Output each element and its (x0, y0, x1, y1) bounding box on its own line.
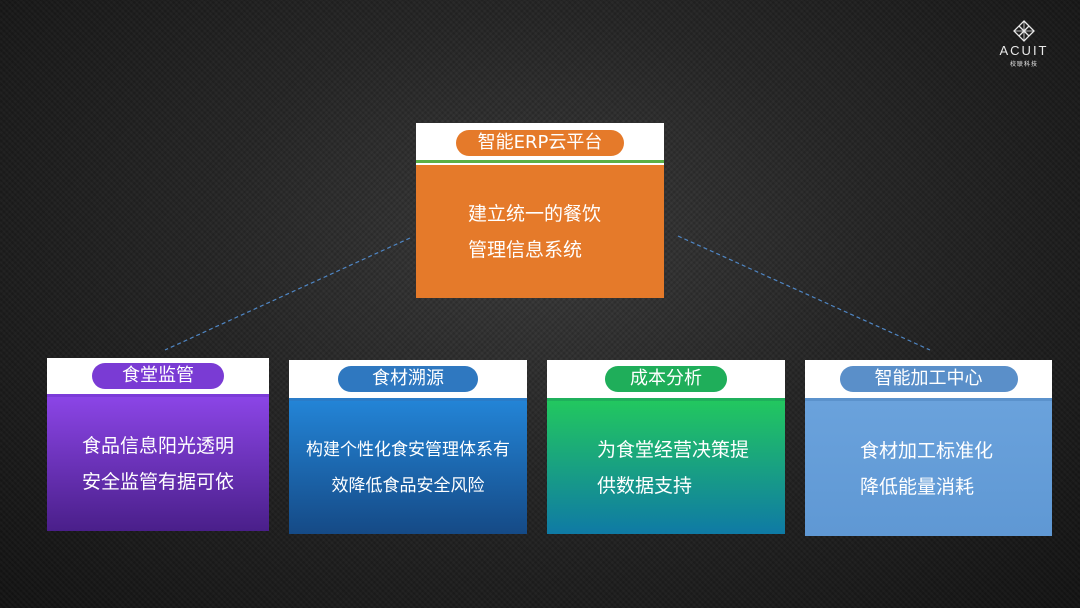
child-card-smart-processing: 智能加工中心 食材加工标准化 降低能量消耗 (805, 360, 1052, 536)
child-card-header: 智能加工中心 (805, 360, 1052, 398)
child-line-2: 效降低食品安全风险 (331, 475, 485, 496)
root-title: 智能ERP云平台 (456, 130, 624, 156)
child-card-cost-analysis: 成本分析 为食堂经营决策提 供数据支持 (547, 360, 785, 534)
child-title: 食材溯源 (338, 366, 478, 392)
brand-subtitle: 校联科技 (1009, 61, 1038, 68)
child-line-2: 供数据支持 (597, 474, 693, 497)
child-line-1: 构建个性化食安管理体系有 (306, 439, 510, 460)
child-stripe (289, 398, 527, 401)
child-line-1: 为食堂经营决策提 (597, 438, 750, 461)
child-title: 智能加工中心 (839, 366, 1018, 392)
root-line-2: 管理信息系统 (468, 238, 583, 261)
child-stripe (47, 394, 269, 397)
child-card-header: 食材溯源 (289, 360, 527, 398)
connector-left (164, 237, 411, 351)
child-line-1: 食材加工标准化 (860, 439, 994, 462)
child-body: 为食堂经营决策提 供数据支持 (547, 401, 785, 534)
root-card: 智能ERP云平台 建立统一的餐饮 管理信息系统 (416, 123, 664, 298)
child-card-header: 食堂监管 (47, 358, 269, 396)
connector-right (677, 235, 931, 351)
child-card-ingredient-traceability: 食材溯源 构建个性化食安管理体系有 效降低食品安全风险 (289, 360, 527, 534)
root-stripe (416, 160, 664, 163)
brand-name: ACUIT (999, 43, 1049, 58)
child-line-2: 安全监管有据可依 (81, 471, 234, 493)
child-line-1: 食品信息阳光透明 (81, 435, 234, 457)
child-body: 食材加工标准化 降低能量消耗 (805, 401, 1052, 536)
root-body: 建立统一的餐饮 管理信息系统 (416, 165, 664, 298)
brand-logo: ACUIT 校联科技 (992, 20, 1056, 68)
root-line-1: 建立统一的餐饮 (468, 202, 602, 225)
child-line-2: 降低能量消耗 (860, 475, 975, 498)
child-body: 食品信息阳光透明 安全监管有据可依 (47, 397, 269, 531)
child-stripe (547, 398, 785, 401)
child-card-canteen-supervision: 食堂监管 食品信息阳光透明 安全监管有据可依 (47, 358, 269, 531)
child-title: 成本分析 (605, 366, 727, 392)
child-stripe (805, 398, 1052, 401)
child-body: 构建个性化食安管理体系有 效降低食品安全风险 (289, 401, 527, 534)
child-title: 食堂监管 (92, 363, 224, 389)
lattice-logo-icon (1013, 20, 1035, 42)
root-card-header: 智能ERP云平台 (416, 123, 664, 165)
child-card-header: 成本分析 (547, 360, 785, 398)
